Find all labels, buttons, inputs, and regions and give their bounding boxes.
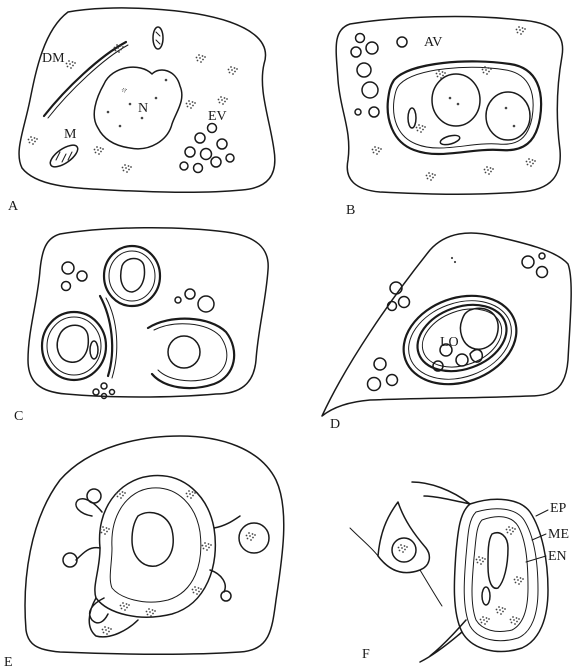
label-n: N [138, 101, 148, 116]
nucleus-chromatin [122, 88, 127, 92]
engulfed-nucleus-2 [486, 92, 530, 140]
bleb-large [239, 523, 269, 553]
label-av: AV [424, 35, 442, 50]
pointer-me [532, 534, 546, 540]
vacuole-left [42, 312, 106, 380]
cell-outline-e [25, 436, 284, 654]
panel-b: AV B [336, 17, 562, 218]
small-cell-nucleus [392, 538, 416, 562]
label-m: M [64, 127, 77, 142]
inner-nucleus-f [488, 533, 508, 589]
mitochondrion-m [47, 141, 81, 171]
panel-f: EP ME EN F [350, 482, 569, 662]
stipple-f [476, 526, 524, 625]
vacuole-top-content [121, 259, 145, 293]
mesoderm-layer [464, 509, 538, 641]
panel-c: C [14, 228, 268, 424]
label-me: ME [548, 527, 569, 542]
vacuole-wall-e [95, 476, 215, 618]
label-lo: LO [440, 335, 459, 350]
label-ep: EP [550, 501, 567, 516]
vesicle-cluster-ev [180, 124, 234, 173]
pointer-ep [536, 510, 548, 516]
label-en: EN [548, 549, 567, 564]
panel-d: LO D [322, 233, 571, 432]
panel-label-d: D [330, 417, 340, 432]
vacuole-right [148, 319, 234, 388]
stipple-e [100, 490, 256, 635]
cytoplasm-speckles-b [372, 26, 536, 181]
panel-label-a: A [8, 199, 19, 214]
engulfed-nucleus-e [132, 512, 173, 566]
panel-a: DM N M EV A [8, 8, 275, 214]
panel-label-e: E [4, 655, 13, 670]
cell-outline-c [28, 228, 268, 397]
panel-label-f: F [362, 647, 370, 662]
panel-label-b: B [346, 203, 355, 218]
engulfed-nucleus-1 [432, 74, 480, 126]
vacuole-top [104, 246, 160, 306]
multilamellar-outer [391, 281, 529, 400]
label-ev: EV [208, 109, 227, 124]
panel-label-c: C [14, 409, 23, 424]
label-dm: DM [42, 51, 65, 66]
cell-outline-b [336, 17, 562, 195]
autophagic-vacuole-inner [394, 67, 534, 148]
epidermis-layer [454, 499, 548, 651]
panel-e: E [4, 436, 284, 670]
mitochondrion-small [153, 27, 163, 49]
